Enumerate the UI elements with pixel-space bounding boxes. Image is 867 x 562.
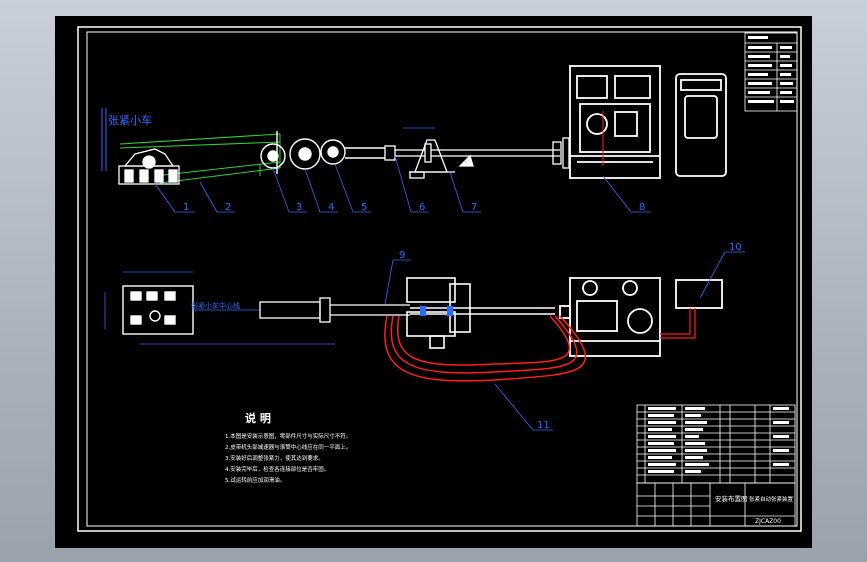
note-line-3: 3.安装好后调整张紧力，使其达到要求。 [225,454,324,462]
drive-unit-bottom [559,277,661,357]
note-line-4: 4.安装完毕后，检查各连接部位是否牢固。 [225,465,329,473]
parts-list [636,404,796,484]
tensioner-trolley-label: 张紧小车 [108,113,152,127]
cad-drawing: 张紧小车 [77,26,802,532]
company-name: 张紧自动张紧装置 [749,495,794,503]
part-number-7: 7 [471,202,477,213]
balloon-leaders [154,155,745,431]
note-line-1: 1.本图是安装示意图，零部件尺寸与实际尺寸不符。 [225,432,351,440]
top-main-shaft [384,143,560,163]
drawing-frame [77,26,802,532]
parameter-table-hatching [748,36,794,103]
part-number-9: 9 [399,250,405,261]
part-number-1: 1 [183,202,189,213]
part-number-2: 2 [225,202,231,213]
drawing-code: ZJCAZ00 [755,518,781,525]
part-number-10: 10 [729,242,742,253]
control-box-bottom [675,279,723,309]
bottom-main-shaft [259,297,410,323]
control-cabinet-top [675,73,727,177]
part-number-11: 11 [537,420,550,431]
title-block [636,482,796,527]
tensioner-trolley [118,148,180,185]
top-coupling [552,137,570,169]
part-number-5: 5 [361,202,367,213]
support-stand [409,139,474,179]
notes-heading: 说 明 [245,411,271,425]
part-numbers: 1 2 3 4 5 6 7 8 9 10 11 [183,202,742,431]
drawing-sheet: 张紧小车 [55,16,812,548]
note-line-5: 5.试运转前应加润滑油。 [225,476,285,484]
brake-unit [406,277,555,349]
centerline-label: 张紧小车中心线 [191,301,240,310]
brake-blue-accents [420,306,453,316]
trolley-plan-view [122,285,194,335]
part-number-4: 4 [328,202,334,213]
parts-list-text-hatching [648,407,789,473]
notes-block: 说 明 1.本图是安装示意图，零部件尺寸与实际尺寸不符。 2.皮带机头部减速器与… [225,411,351,484]
note-line-2: 2.皮带机头部减速器与滚筒中心线应在同一平面上。 [225,443,351,451]
part-number-6: 6 [419,202,425,213]
parameter-table [744,32,798,112]
part-number-3: 3 [296,202,302,213]
part-number-8: 8 [639,202,645,213]
pulley-group [260,131,385,174]
drawing-name: 安装布置图 [715,494,748,503]
inner-frame [86,31,798,527]
hydraulic-hose [384,315,587,382]
drive-unit-top [569,65,661,179]
control-wiring [660,308,696,339]
